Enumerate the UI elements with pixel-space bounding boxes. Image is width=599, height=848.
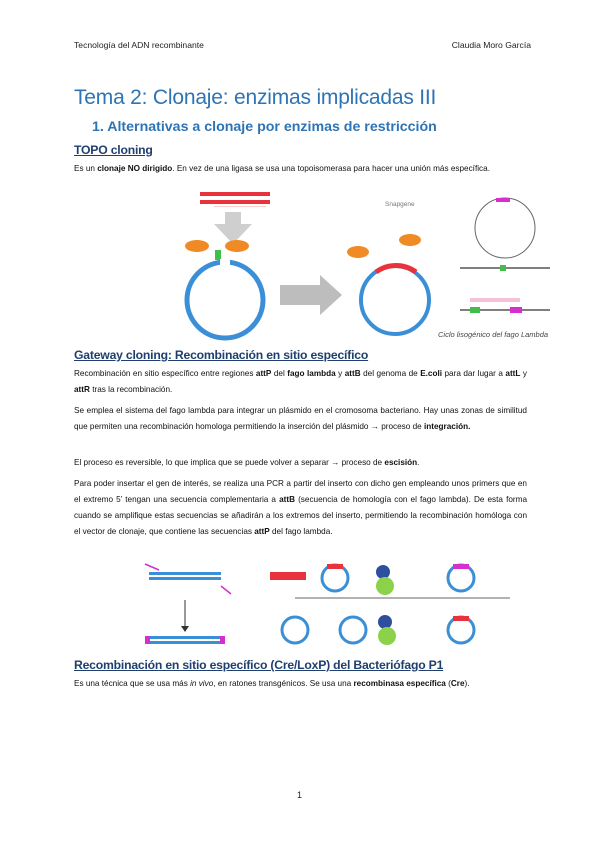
topoisomerase-icon xyxy=(399,234,421,246)
snapgene-label: Snapgene xyxy=(385,201,415,208)
primer-forward xyxy=(144,563,160,571)
linear-vector-plasmid xyxy=(184,259,266,341)
lambda-phage-circle xyxy=(474,197,536,259)
paragraph-gateway-integration: Se emplea el sistema del fago lambda par… xyxy=(74,406,527,431)
topoisomerase-icon xyxy=(185,240,209,252)
bp-clonase-icon xyxy=(376,565,390,579)
pcr-product xyxy=(149,636,221,639)
topoisomerase-icon xyxy=(225,240,249,252)
paragraph-gateway-intro: Recombinación en sitio específico entre … xyxy=(74,369,527,394)
down-arrow-icon xyxy=(225,212,241,224)
paragraph-gateway-excision: El proceso es reversible, lo que implica… xyxy=(74,458,420,467)
clonase-icon xyxy=(376,577,394,595)
running-header-right: Claudia Moro García xyxy=(451,40,531,50)
section-heading-gateway: Gateway cloning: Recombinación en sitio … xyxy=(74,348,369,362)
primer-reverse xyxy=(220,585,232,595)
template-strand xyxy=(149,572,221,575)
running-header-left: Tecnología del ADN recombinante xyxy=(74,40,204,50)
insert-top-strand xyxy=(200,192,270,196)
attb-insert xyxy=(270,572,306,580)
insert-bottom-strand xyxy=(200,200,270,204)
section-heading-topo: TOPO cloning xyxy=(74,143,153,157)
figure-gateway-cloning xyxy=(144,563,510,645)
paragraph-topo-intro: Es un clonaje NO dirigido. En vez de una… xyxy=(74,164,490,173)
page-subtitle: 1. Alternativas a clonaje por enzimas de… xyxy=(92,119,437,135)
topoisomerase-icon xyxy=(347,246,369,258)
section-heading-cre-loxp: Recombinación en sitio específico (Cre/L… xyxy=(74,658,444,672)
entry-vector xyxy=(280,615,310,645)
lr-clonase-icon xyxy=(378,615,392,629)
paragraph-gateway-pcr: Para poder insertar el gen de interés, s… xyxy=(74,479,527,536)
destination-vector xyxy=(338,615,368,645)
page-number: 1 xyxy=(296,790,302,800)
paragraph-cre-loxp: Es una técnica que se usa más in vivo, e… xyxy=(74,679,470,688)
page-title: Tema 2: Clonaje: enzimas implicadas III xyxy=(74,86,437,109)
figure-topo-cloning: Snapgene xyxy=(184,192,550,341)
figure-caption-lambda: Ciclo lisogénico del fago Lambda xyxy=(438,330,549,339)
right-arrow-icon xyxy=(280,275,342,315)
recombinant-plasmid xyxy=(359,264,431,336)
